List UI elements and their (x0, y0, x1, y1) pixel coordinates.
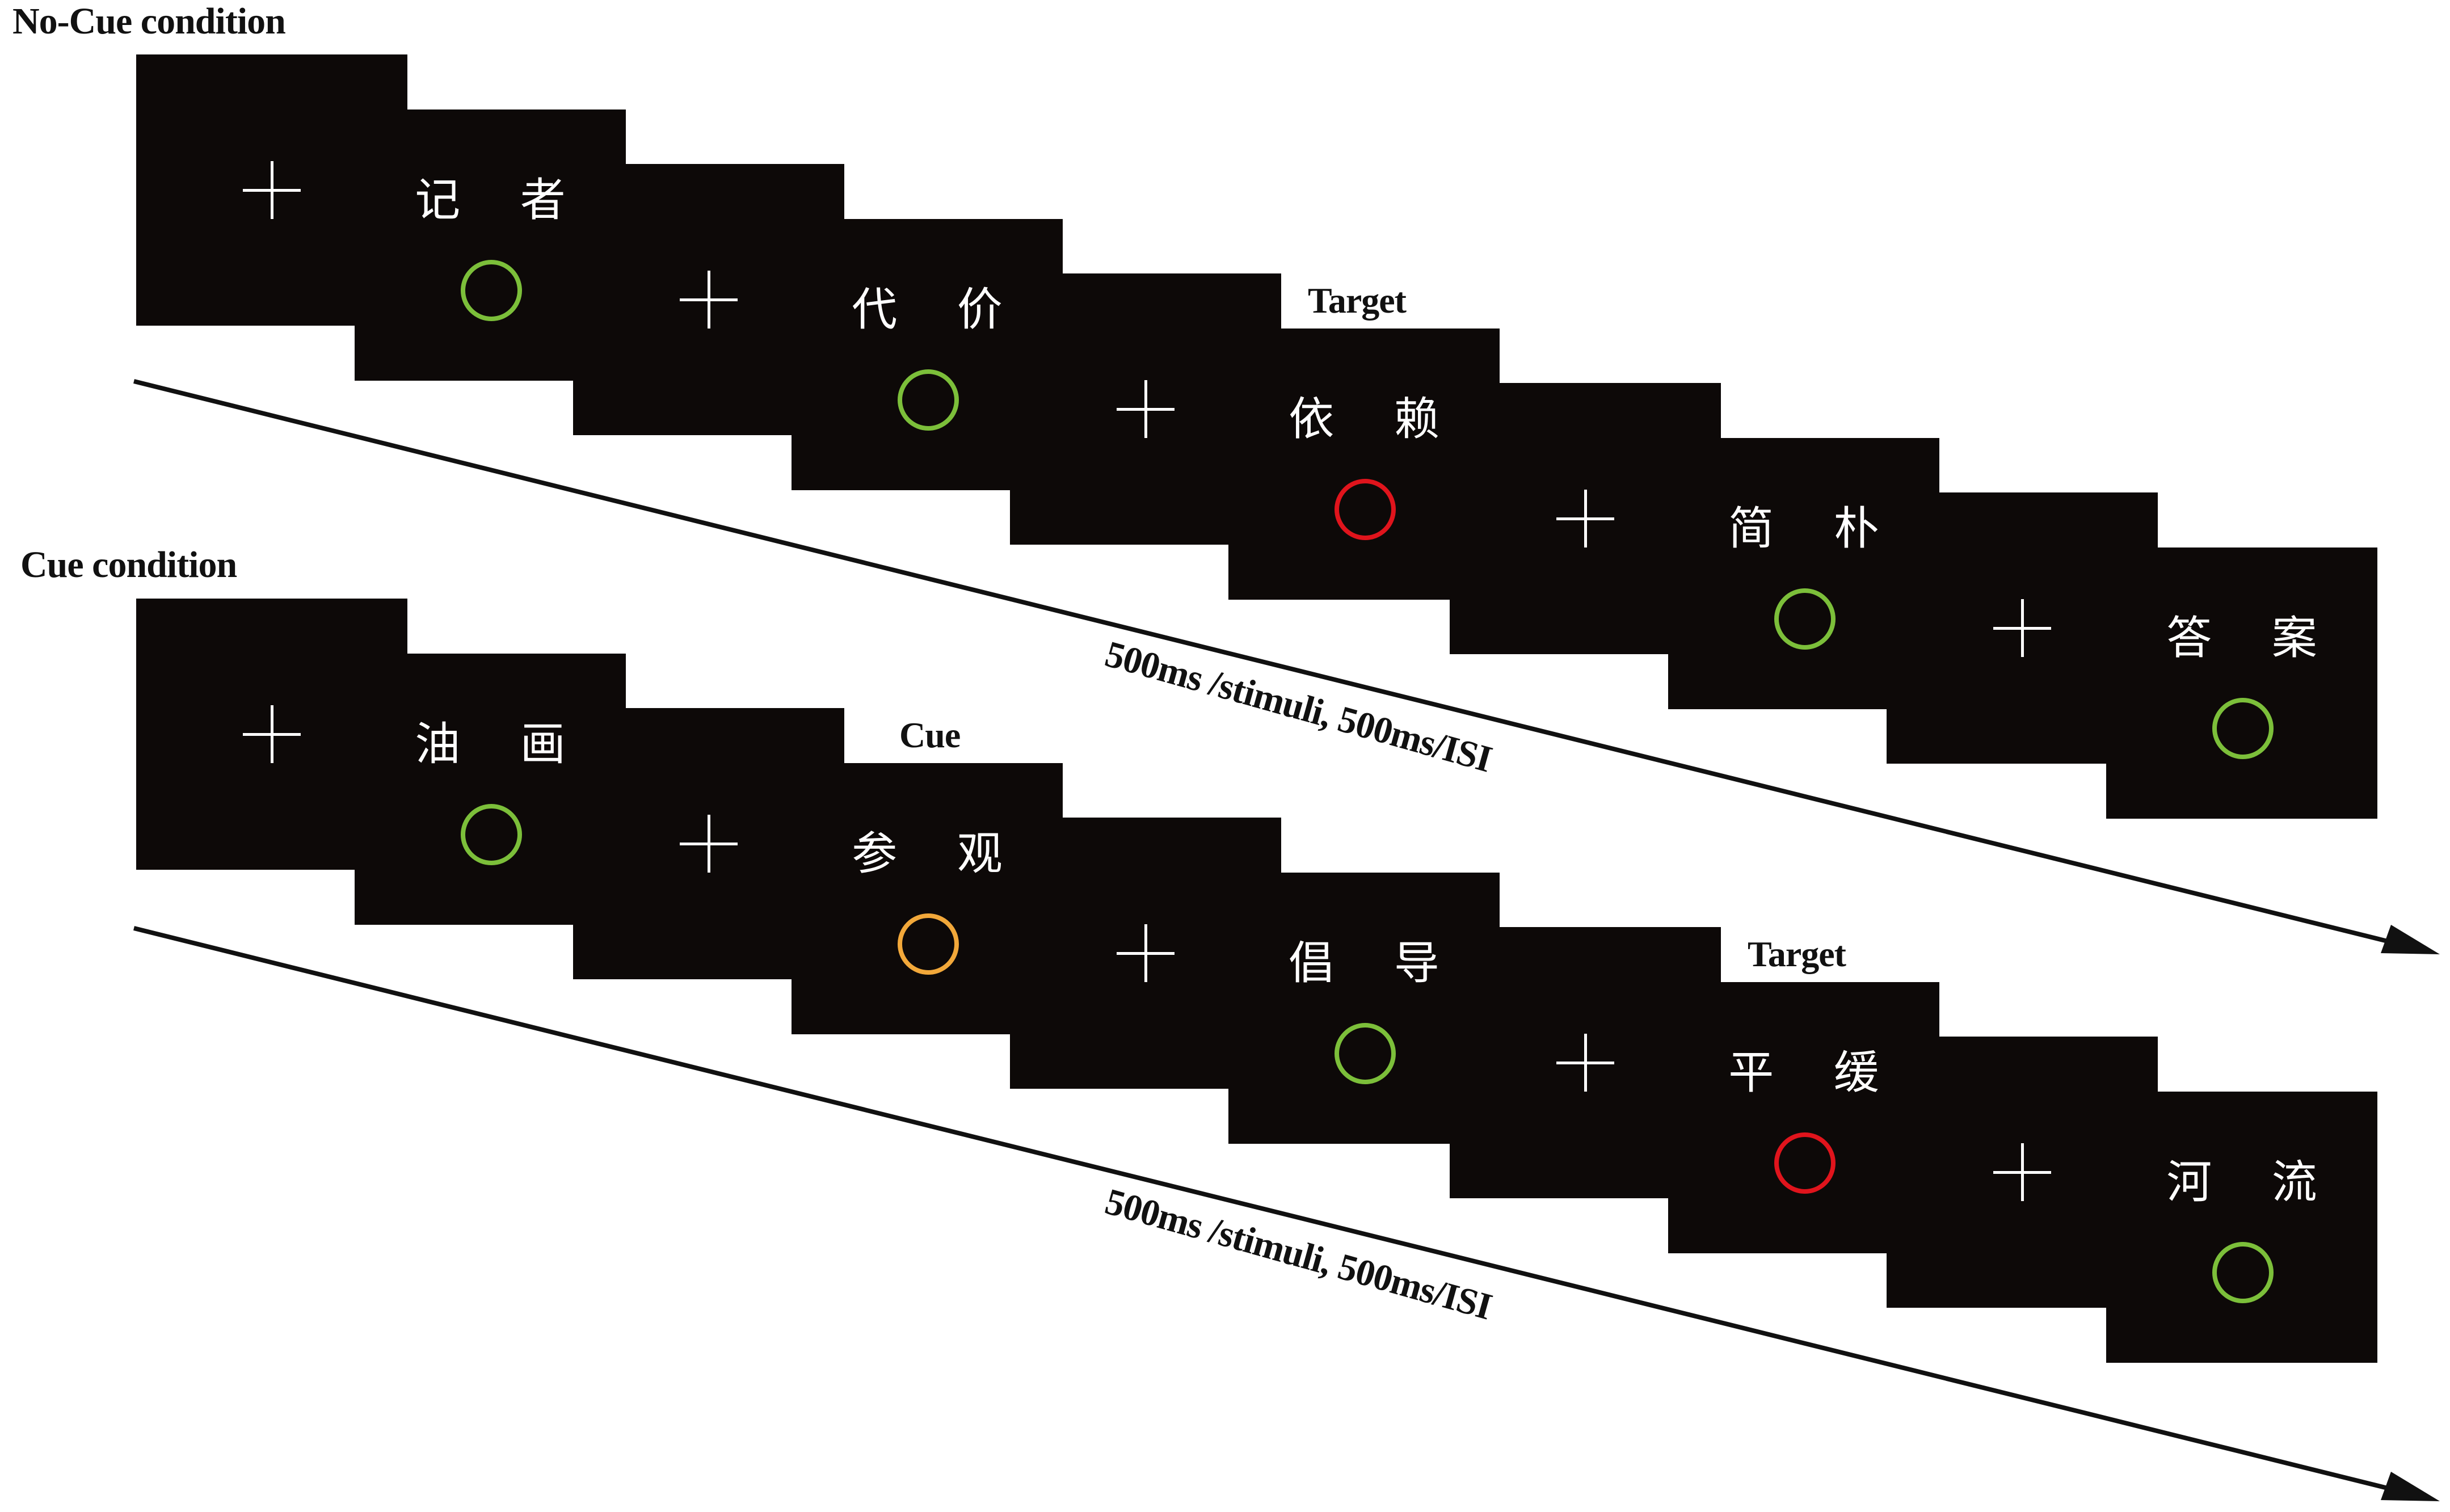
green-circle (898, 369, 959, 431)
stimulus-word: 简 朴 (1728, 502, 1902, 555)
green-circle (461, 260, 522, 321)
fixation-cross (243, 705, 301, 763)
stimulus-word: 河 流 (2166, 1156, 2340, 1208)
green-circle (461, 804, 522, 865)
fixation-cross (1117, 380, 1175, 438)
green-circle (1335, 1023, 1396, 1084)
stimulus-word: 答 案 (2166, 612, 2340, 664)
word-screen: 河 流 (2106, 1092, 2377, 1363)
target-label: Target (1748, 934, 1846, 974)
timeline-arrow-line (133, 926, 2395, 1492)
stimulus-word: 油 画 (415, 718, 588, 770)
stimulus-word: 依 赖 (1289, 393, 1462, 445)
red-circle (1774, 1132, 1836, 1194)
fixation-cross (1117, 924, 1175, 982)
timeline-arrow-line (133, 379, 2395, 945)
fixation-cross (680, 271, 738, 328)
timeline-arrowhead (2381, 1472, 2440, 1501)
cue-condition-title: Cue condition (20, 544, 237, 586)
fixation-cross (680, 815, 738, 873)
target-label: Target (1308, 280, 1407, 321)
stimulus-word: 倡 导 (1289, 937, 1462, 989)
orange-circle (898, 913, 959, 975)
green-circle (2212, 698, 2274, 759)
green-circle (2212, 1242, 2274, 1303)
fixation-cross (1993, 599, 2051, 657)
fixation-cross (1556, 1034, 1614, 1092)
stimulus-word: 记 者 (415, 174, 588, 226)
stimulus-word: 平 缓 (1728, 1046, 1902, 1099)
word-screen: 答 案 (2106, 547, 2377, 819)
fixation-cross (243, 161, 301, 219)
fixation-cross (1993, 1143, 2051, 1201)
timeline-arrowhead (2381, 925, 2440, 954)
fixation-cross (1556, 490, 1614, 547)
red-circle (1335, 479, 1396, 540)
no-cue-condition-title: No-Cue condition (12, 1, 286, 42)
stimulus-word: 参 观 (852, 827, 1025, 880)
stimulus-word: 代 价 (852, 283, 1025, 336)
cue-label: Cue (899, 715, 961, 755)
green-circle (1774, 588, 1836, 650)
